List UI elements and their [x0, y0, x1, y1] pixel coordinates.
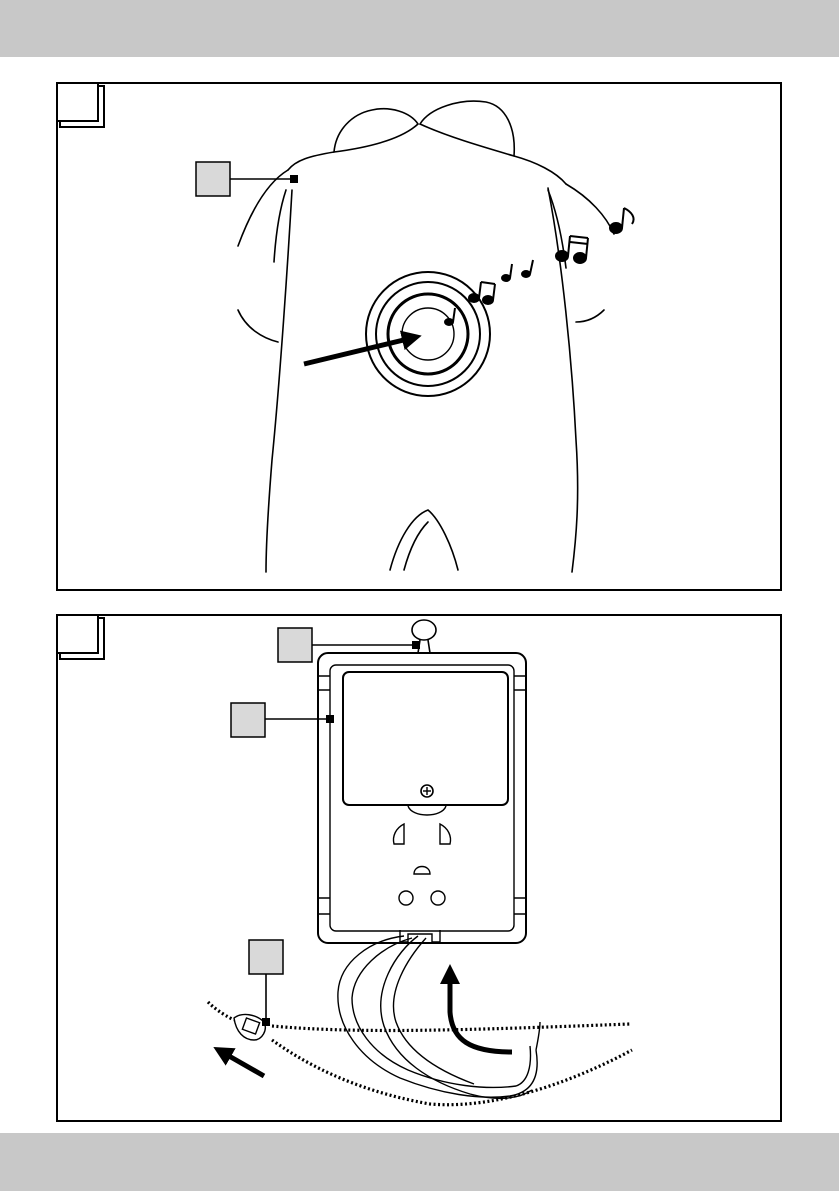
pull-arrow-icon — [222, 1052, 264, 1076]
callout-loop — [278, 628, 420, 662]
figure-bottom — [57, 615, 781, 1121]
callout-strap — [249, 940, 283, 1026]
figure-top-number-box — [57, 83, 98, 121]
figure-top — [57, 83, 781, 590]
shirt-outline-icon — [238, 101, 614, 572]
figure-bottom-number-box — [57, 615, 98, 653]
device-front-icon — [318, 653, 526, 943]
figure-top-frame — [57, 83, 781, 590]
callout-top — [196, 162, 298, 196]
speaker-device-icon — [366, 272, 490, 396]
lanyard-cord-icon — [338, 936, 540, 1098]
figure-bottom-frame — [57, 615, 781, 1121]
zip-strap-icon — [208, 1002, 632, 1105]
up-arrow-icon — [450, 974, 512, 1052]
